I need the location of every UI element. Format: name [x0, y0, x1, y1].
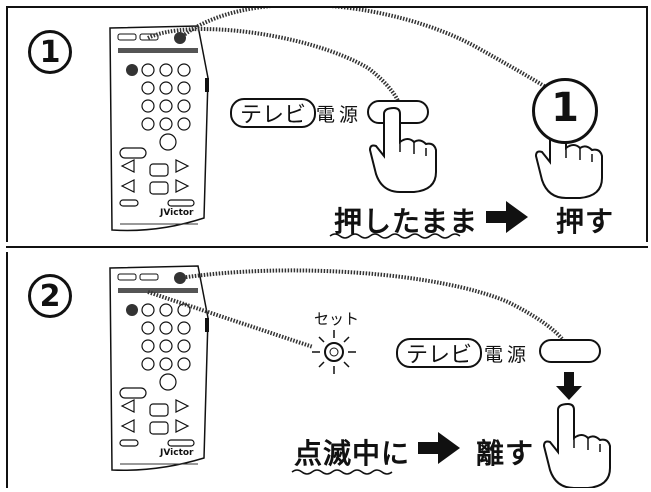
hold-caption: 押したまま	[334, 205, 479, 238]
right-arrow-icon	[418, 432, 460, 464]
step-2-drawing	[109, 265, 611, 488]
power-label: 電源	[484, 344, 531, 366]
remote-control-icon	[109, 25, 209, 232]
release-caption: 離す	[476, 437, 535, 470]
tv-button-label: テレビ	[230, 98, 317, 128]
set-label: セット	[314, 310, 360, 328]
step-number: 1	[28, 30, 72, 74]
step-number: 2	[28, 274, 72, 318]
pressing-hand-icon	[368, 106, 437, 193]
remote-control-icon	[109, 265, 209, 471]
blinking-led-icon	[312, 330, 356, 374]
pressing-hand-icon	[542, 402, 611, 488]
remote-brand-logo: JVictor	[160, 208, 194, 218]
step-2-panel: 2 セット テレビ 電源 点滅中に 離す JVictor	[6, 252, 646, 488]
tv-button-label: テレビ	[396, 338, 483, 368]
right-arrow-icon	[486, 201, 528, 233]
step-1-panel: 1 テレビ 電源 1 押したまま 押す JVictor	[6, 6, 648, 242]
down-arrow-icon	[556, 372, 582, 400]
press-caption: 押す	[556, 205, 615, 238]
number-key-1: 1	[532, 78, 598, 144]
blink-caption: 点滅中に	[294, 437, 411, 470]
panel-divider	[6, 246, 648, 248]
power-label: 電源	[316, 104, 363, 126]
remote-brand-logo: JVictor	[160, 448, 194, 458]
